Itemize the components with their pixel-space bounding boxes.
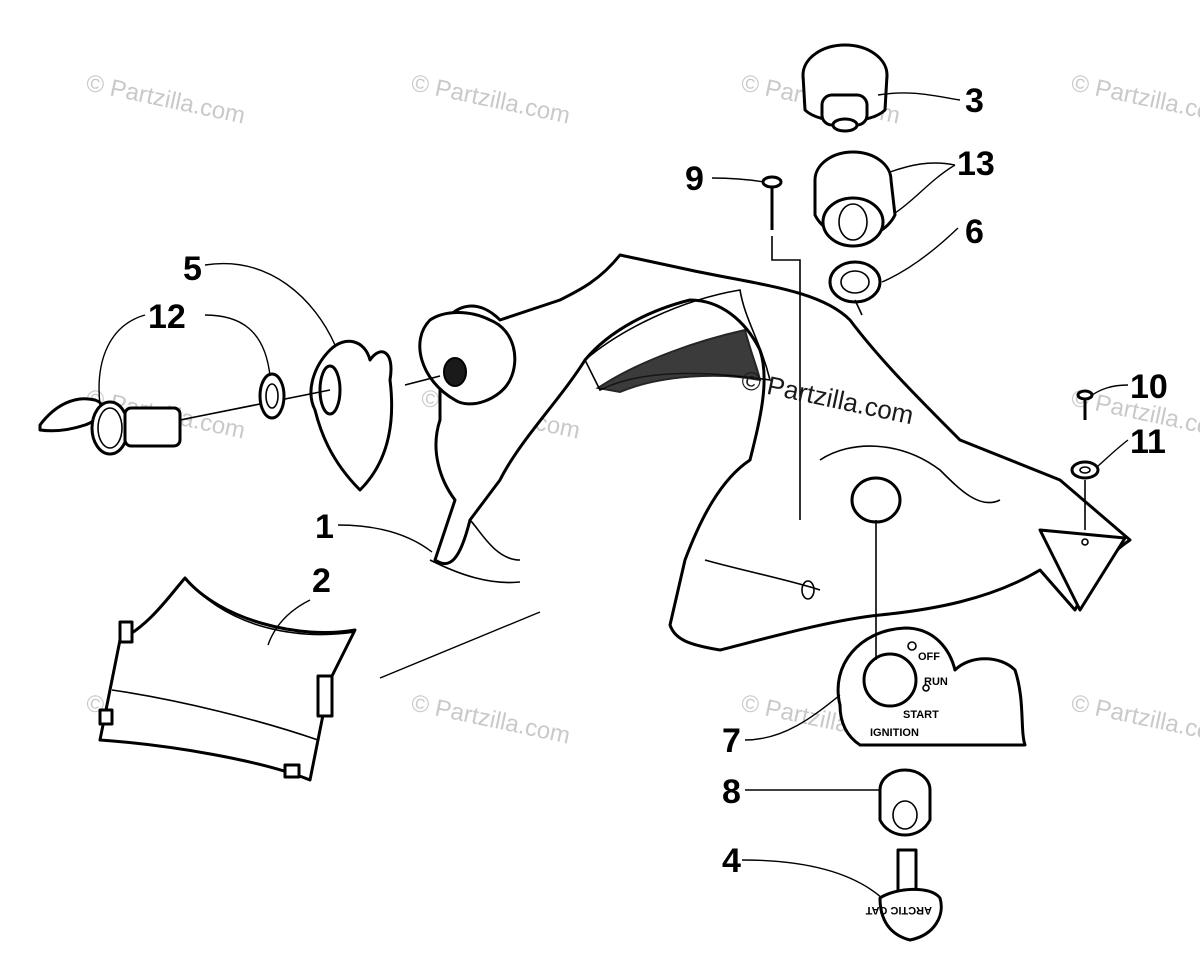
key-part-4: ARCTIC CAT	[865, 848, 943, 942]
plate-label-run: RUN	[924, 676, 948, 688]
callout-7: 7	[722, 722, 741, 760]
star-washer-part-6	[828, 260, 882, 316]
callout-9: 9	[685, 160, 704, 198]
callout-12: 12	[148, 298, 186, 336]
console-cap-part-2	[98, 576, 357, 782]
watermark-9: © Partzilla.com	[409, 689, 573, 749]
plate-label-off: OFF	[918, 651, 940, 663]
ignition-plate-part-7: OFF RUN START IGNITION	[836, 626, 1027, 747]
watermark-11: © Partzilla.com	[1069, 689, 1200, 749]
key-label: ARCTIC CAT	[865, 904, 932, 916]
callout-6: 6	[965, 213, 984, 251]
washer-part-11	[1070, 460, 1100, 530]
callout-3: 3	[965, 82, 984, 120]
callout-1: 1	[315, 508, 334, 546]
callout-5: 5	[183, 250, 202, 288]
screw-hole-icon	[801, 580, 815, 600]
leader-lines	[98, 92, 1129, 899]
callout-numbers: 3 9 13 6 5 12 10 11 1 2 7 8 4	[148, 82, 1168, 880]
callout-10: 10	[1130, 368, 1168, 406]
plate-label-start: START	[903, 709, 939, 721]
ignition-hole-icon	[850, 476, 902, 524]
watermark-2: © Partzilla.com	[409, 69, 573, 129]
bushing-part-13	[813, 150, 897, 248]
accessory-plate-part-5	[309, 339, 394, 492]
callout-8: 8	[722, 773, 741, 811]
accessory-socket-part-12	[38, 372, 331, 456]
plate-label-ignition: IGNITION	[870, 727, 919, 739]
callout-4: 4	[722, 842, 741, 880]
hex-nut-icon	[258, 372, 286, 420]
console-housing-part-1	[418, 253, 1132, 652]
callout-2: 2	[312, 562, 331, 600]
nut-part-8	[878, 768, 932, 837]
watermark-1: © Partzilla.com	[84, 69, 248, 129]
ignition-switch-part-3	[801, 43, 889, 133]
watermark-4: © Partzilla.com	[1069, 69, 1200, 129]
callout-13: 13	[957, 145, 995, 183]
callout-11: 11	[1130, 423, 1166, 461]
